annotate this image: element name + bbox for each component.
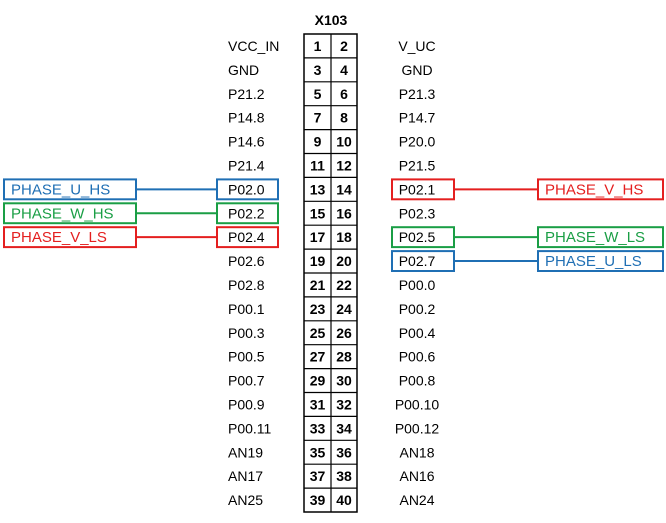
pin-number-right: 12 <box>336 157 352 173</box>
signal-label-right: PHASE_U_LS <box>545 253 642 270</box>
pin-label-left: P00.11 <box>228 420 272 436</box>
pin-number-right: 26 <box>336 325 352 341</box>
pin-label-left: GND <box>228 62 259 78</box>
pin-label-left: P00.5 <box>228 349 265 365</box>
pin-number-left: 23 <box>310 301 326 317</box>
pin-number-left: 31 <box>310 396 326 412</box>
pin-number-right: 10 <box>336 134 352 150</box>
pin-label-right: P00.10 <box>395 396 440 412</box>
pin-number-left: 35 <box>310 444 326 460</box>
pin-number-right: 4 <box>340 62 348 78</box>
connector-title: X103 <box>315 12 348 28</box>
pin-label-right: P02.5 <box>399 229 436 245</box>
pin-label-right: AN24 <box>399 492 434 508</box>
pin-label-right: P00.2 <box>399 301 436 317</box>
pin-number-right: 6 <box>340 86 348 102</box>
signal-label-left: PHASE_W_HS <box>11 205 114 222</box>
pin-number-right: 18 <box>336 229 352 245</box>
pin-label-left: P21.4 <box>228 157 265 173</box>
pin-number-left: 21 <box>310 277 326 293</box>
pin-label-right: P00.6 <box>399 349 436 365</box>
pin-number-left: 1 <box>314 38 322 54</box>
pin-number-right: 22 <box>336 277 352 293</box>
pin-number-right: 40 <box>336 492 352 508</box>
pin-label-left: P14.6 <box>228 134 265 150</box>
pin-number-right: 14 <box>336 181 352 197</box>
pin-number-right: 38 <box>336 468 352 484</box>
pin-label-right: P14.7 <box>399 110 436 126</box>
pin-label-right: P21.5 <box>399 157 436 173</box>
pin-label-right: P02.7 <box>399 253 436 269</box>
pin-label-right: P21.3 <box>399 86 436 102</box>
pin-number-left: 17 <box>310 229 326 245</box>
pin-label-left: P00.1 <box>228 301 265 317</box>
pin-label-left: P00.7 <box>228 373 265 389</box>
pin-number-left: 25 <box>310 325 326 341</box>
pin-label-left: P02.6 <box>228 253 265 269</box>
pin-number-right: 2 <box>340 38 348 54</box>
pin-label-right: P00.0 <box>399 277 436 293</box>
pin-number-right: 24 <box>336 301 352 317</box>
pin-label-right: P02.1 <box>399 181 436 197</box>
pin-number-right: 20 <box>336 253 352 269</box>
pin-number-left: 19 <box>310 253 326 269</box>
pin-number-left: 29 <box>310 373 326 389</box>
pin-label-right: P00.8 <box>399 373 436 389</box>
pin-label-left: P00.9 <box>228 396 265 412</box>
pin-number-right: 30 <box>336 373 352 389</box>
pin-label-left: P21.2 <box>228 86 265 102</box>
pin-number-left: 15 <box>310 205 326 221</box>
pin-label-left: P02.8 <box>228 277 265 293</box>
pin-label-right: AN18 <box>399 444 434 460</box>
pin-number-left: 27 <box>310 349 326 365</box>
pin-label-right: AN16 <box>399 468 434 484</box>
signal-label-right: PHASE_V_HS <box>545 181 643 198</box>
pin-number-right: 32 <box>336 396 352 412</box>
pin-label-right: P20.0 <box>399 134 436 150</box>
pin-number-left: 5 <box>314 86 322 102</box>
pin-number-left: 33 <box>310 420 326 436</box>
pin-label-left: P02.0 <box>228 181 265 197</box>
pin-number-left: 7 <box>314 110 322 126</box>
pin-label-left: AN19 <box>228 444 263 460</box>
pin-number-left: 11 <box>310 157 325 173</box>
pin-label-left: P02.2 <box>228 205 265 221</box>
pin-number-left: 9 <box>314 134 322 150</box>
pin-label-right: P02.3 <box>399 205 436 221</box>
signal-label-right: PHASE_W_LS <box>545 229 645 246</box>
pin-label-right: P00.12 <box>395 420 440 436</box>
pin-label-left: P00.3 <box>228 325 265 341</box>
pin-number-left: 3 <box>314 62 322 78</box>
pin-label-left: VCC_IN <box>228 38 279 54</box>
pin-number-left: 37 <box>310 468 326 484</box>
pin-number-left: 13 <box>310 181 326 197</box>
pin-number-right: 8 <box>340 110 348 126</box>
pin-label-right: GND <box>401 62 432 78</box>
pin-label-left: P14.8 <box>228 110 265 126</box>
pin-number-right: 16 <box>336 205 352 221</box>
pin-label-left: AN17 <box>228 468 263 484</box>
pin-label-left: AN25 <box>228 492 263 508</box>
signal-label-left: PHASE_V_LS <box>11 229 107 246</box>
pin-number-right: 34 <box>336 420 352 436</box>
pin-number-right: 28 <box>336 349 352 365</box>
pin-label-left: P02.4 <box>228 229 265 245</box>
signal-label-left: PHASE_U_HS <box>11 181 110 198</box>
pin-number-right: 36 <box>336 444 352 460</box>
pin-label-right: V_UC <box>398 38 435 54</box>
pin-label-right: P00.4 <box>399 325 436 341</box>
pin-number-left: 39 <box>310 492 326 508</box>
